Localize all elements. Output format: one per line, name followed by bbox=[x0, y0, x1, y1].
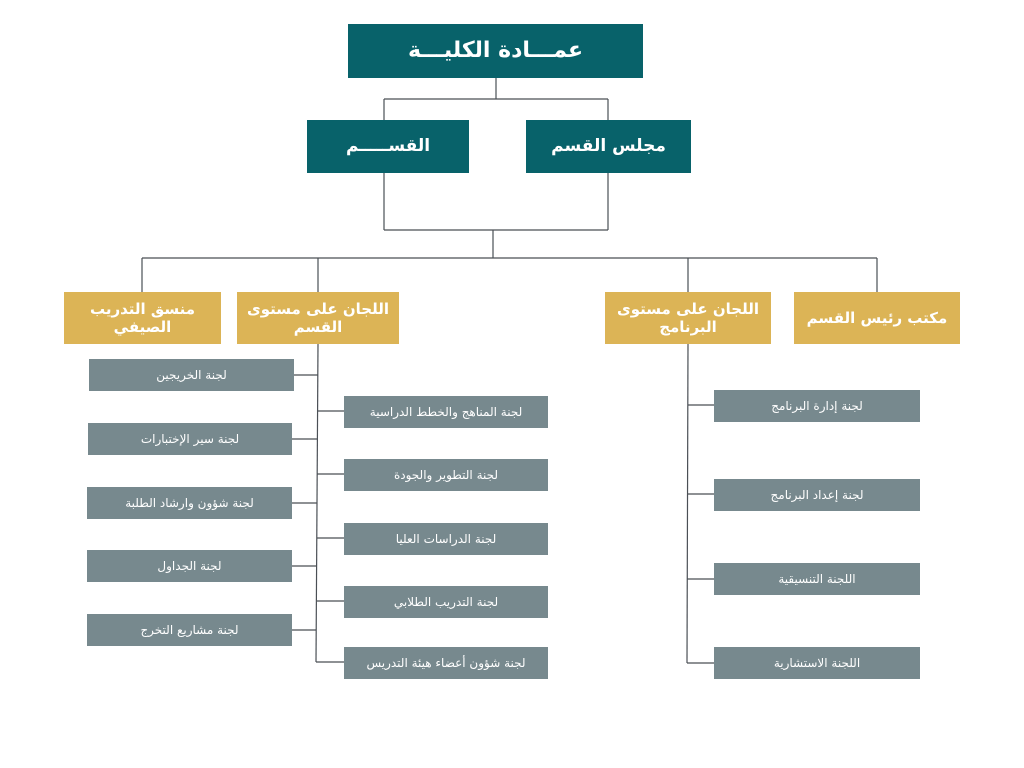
department-committee-item: لجنة الجداول bbox=[87, 550, 292, 582]
program-committee-item: اللجنة التنسيقية bbox=[714, 563, 920, 595]
summer-training-box: منسق التدريب الصيفي bbox=[64, 292, 221, 344]
department-committee-item: لجنة التدريب الطلابي bbox=[344, 586, 548, 618]
department-committee-item: لجنة شؤون وارشاد الطلبة bbox=[87, 487, 292, 519]
department-committee-item: لجنة التطوير والجودة bbox=[344, 459, 548, 491]
program-committees-box: اللجان على مستوى البرنامج bbox=[605, 292, 771, 344]
program-committee-item: لجنة إدارة البرنامج bbox=[714, 390, 920, 422]
program-committee-item: اللجنة الاستشارية bbox=[714, 647, 920, 679]
department-council-box: مجلس القسم bbox=[526, 120, 691, 173]
department-committee-item: لجنة الدراسات العليا bbox=[344, 523, 548, 555]
department-committees-box: اللجان على مستوى القسم bbox=[237, 292, 399, 344]
program-committee-item: لجنة إعداد البرنامج bbox=[714, 479, 920, 511]
department-committee-item: لجنة المناهج والخطط الدراسية bbox=[344, 396, 548, 428]
department-committee-item: لجنة الخريجين bbox=[89, 359, 294, 391]
department-committee-item: لجنة مشاريع التخرج bbox=[87, 614, 292, 646]
dean-box: عمـــادة الكليـــة bbox=[348, 24, 643, 78]
department-committee-item: لجنة شؤون أعضاء هيئة التدريس bbox=[344, 647, 548, 679]
department-box: القســـــم bbox=[307, 120, 469, 173]
department-committee-item: لجنة سير الإختبارات bbox=[88, 423, 292, 455]
head-office-box: مكتب رئيس القسم bbox=[794, 292, 960, 344]
